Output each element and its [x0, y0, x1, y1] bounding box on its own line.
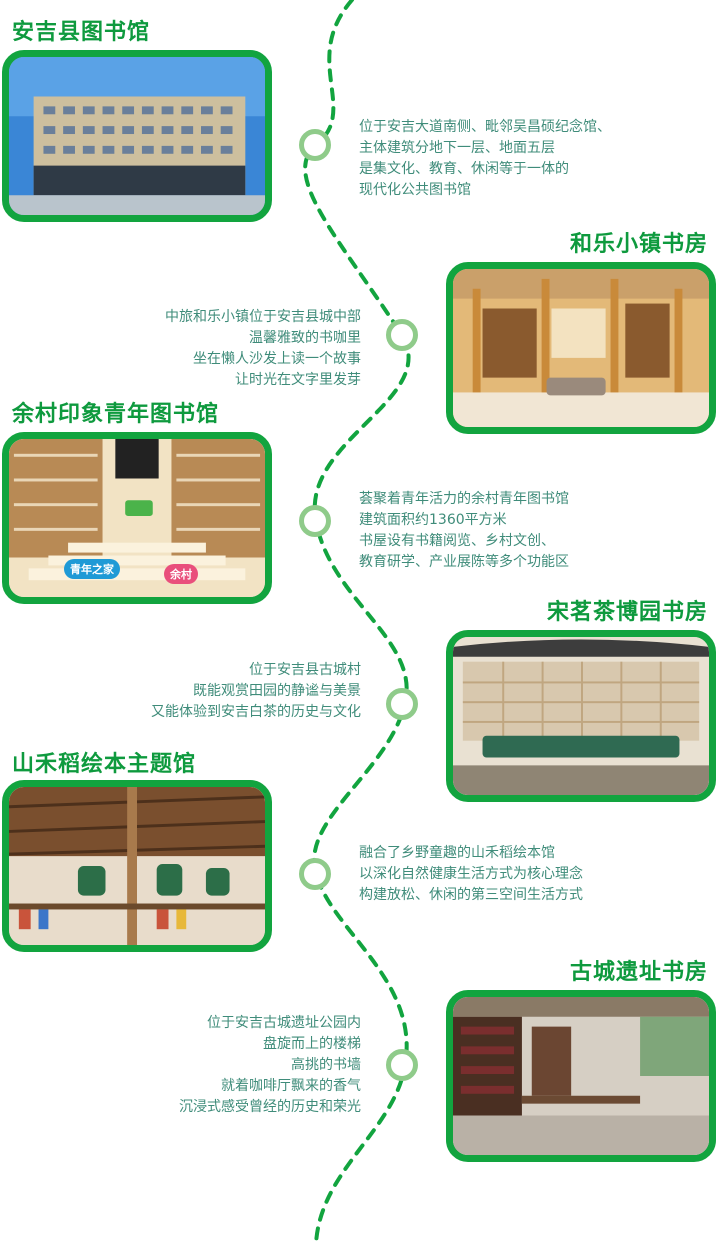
- photo-yucun-library: 青年之家 余村: [2, 432, 272, 604]
- section-title-shanhedao: 山禾稻绘本主题馆: [12, 751, 197, 777]
- desc-hele-bookroom: 中旅和乐小镇位于安吉县城中部 温馨雅致的书咖里 坐在懒人沙发上读一个故事 让时光…: [165, 309, 361, 388]
- timeline-node: [386, 688, 418, 720]
- photo-shanhedao: [2, 780, 272, 952]
- photo-hele-bookroom: [446, 262, 716, 434]
- timeline-node: [299, 505, 331, 537]
- desc-anji-library: 位于安吉大道南侧、毗邻吴昌硕纪念馆、 主体建筑分地下一层、地面五层 是集文化、教…: [359, 119, 611, 198]
- timeline-node: [386, 1049, 418, 1081]
- desc-gucheng-bookroom: 位于安吉古城遗址公园内 盘旋而上的楼梯 高挑的书墙 就着咖啡厅飘来的香气 沉浸式…: [179, 1015, 361, 1115]
- timeline-node: [299, 858, 331, 890]
- desc-shanhedao: 融合了乡野童趣的山禾稻绘本馆 以深化自然健康生活方式为核心理念 构建放松、休闲的…: [359, 845, 583, 903]
- timeline-node: [386, 319, 418, 351]
- section-title-yucun-library: 余村印象青年图书馆: [12, 401, 220, 427]
- section-title-songming-tea: 宋茗茶博园书房: [546, 599, 708, 625]
- desc-yucun-library: 荟聚着青年活力的余村青年图书馆 建筑面积约1360平方米 书屋设有书籍阅览、乡村…: [359, 491, 569, 570]
- photo-gucheng-bookroom: [446, 990, 716, 1162]
- photo-songming-tea: [446, 630, 716, 802]
- photo-anji-library: [2, 50, 272, 222]
- section-title-anji-library: 安吉县图书馆: [12, 19, 151, 45]
- section-title-hele-bookroom: 和乐小镇书房: [569, 231, 708, 257]
- section-title-gucheng-bookroom: 古城遗址书房: [569, 959, 708, 985]
- desc-songming-tea: 位于安吉县古城村 既能观赏田园的静谧与美景 又能体验到安吉白茶的历史与文化: [151, 662, 361, 720]
- timeline-node: [299, 129, 331, 161]
